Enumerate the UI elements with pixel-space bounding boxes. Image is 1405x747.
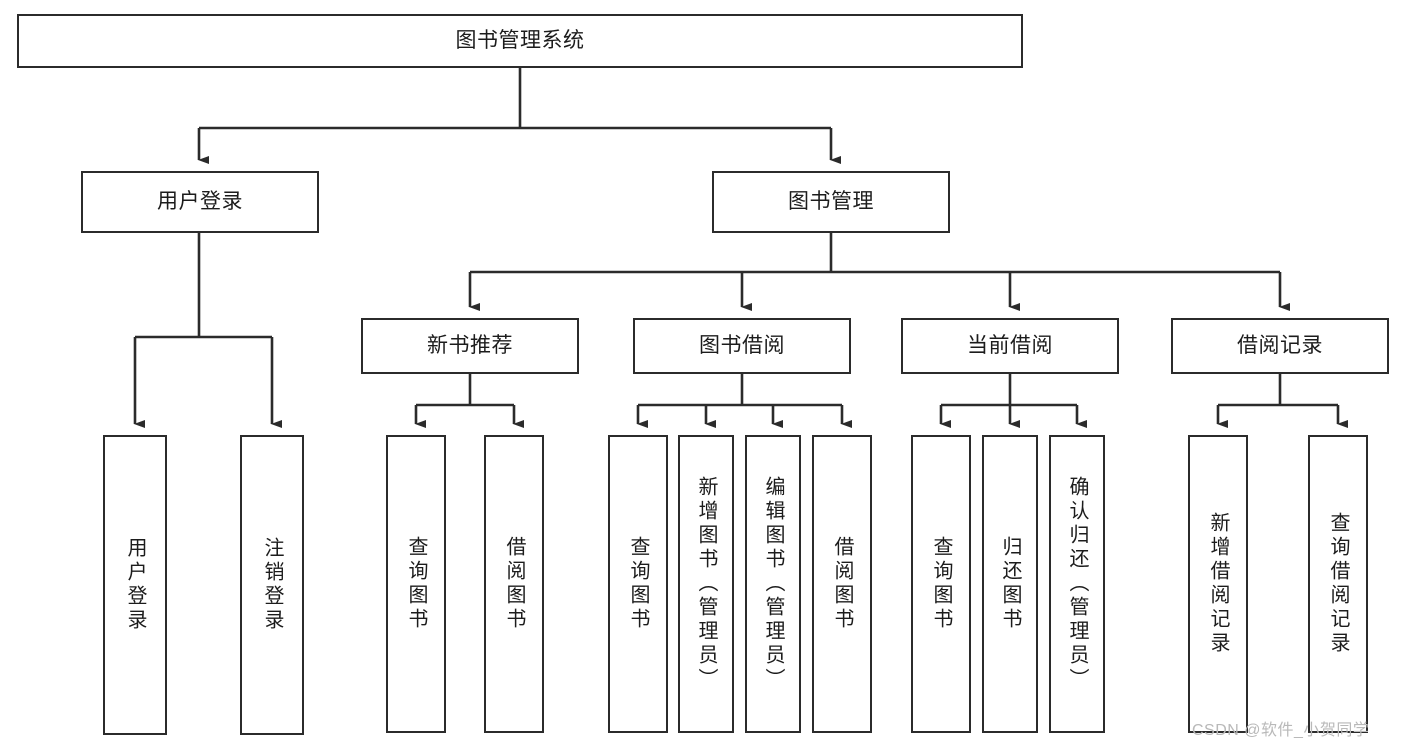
node-leaf-2[interactable]: 注销登录	[240, 435, 304, 735]
node-root[interactable]: 图书管理系统	[17, 14, 1023, 68]
node-leaf-2-label: 注销登录	[261, 537, 283, 633]
node-leaf-5[interactable]: 查询图书	[608, 435, 668, 733]
node-leaf-1-label: 用户登录	[124, 537, 146, 633]
tree-edges	[133, 68, 1348, 428]
node-level3-4-label: 借阅记录	[1237, 333, 1323, 357]
node-leaf-10-label: 归还图书	[999, 536, 1021, 632]
node-leaf-13-label: 查询借阅记录	[1327, 512, 1349, 656]
node-level2-1[interactable]: 用户登录	[81, 171, 319, 233]
node-level3-3[interactable]: 当前借阅	[901, 318, 1119, 374]
node-level3-1[interactable]: 新书推荐	[361, 318, 579, 374]
node-leaf-3-label: 查询图书	[405, 536, 427, 632]
node-level2-2[interactable]: 图书管理	[712, 171, 950, 233]
node-leaf-9-label: 查询图书	[930, 536, 952, 632]
node-level3-2[interactable]: 图书借阅	[633, 318, 851, 374]
node-leaf-1[interactable]: 用户登录	[103, 435, 167, 735]
node-level3-2-label: 图书借阅	[699, 333, 785, 357]
node-leaf-7[interactable]: 编辑图书（管理员）	[745, 435, 801, 733]
node-leaf-7-label: 编辑图书（管理员）	[762, 476, 784, 692]
node-leaf-12-label: 新增借阅记录	[1207, 512, 1229, 656]
node-leaf-3[interactable]: 查询图书	[386, 435, 446, 733]
node-leaf-11[interactable]: 确认归还（管理员）	[1049, 435, 1105, 733]
node-level2-1-label: 用户登录	[157, 189, 243, 213]
node-level3-4[interactable]: 借阅记录	[1171, 318, 1389, 374]
node-leaf-12[interactable]: 新增借阅记录	[1188, 435, 1248, 733]
node-level3-3-label: 当前借阅	[967, 333, 1053, 357]
node-root-label: 图书管理系统	[455, 28, 585, 52]
node-leaf-6[interactable]: 新增图书（管理员）	[678, 435, 734, 733]
node-leaf-5-label: 查询图书	[627, 536, 649, 632]
node-leaf-8[interactable]: 借阅图书	[812, 435, 872, 733]
node-leaf-11-label: 确认归还（管理员）	[1066, 476, 1088, 692]
node-level3-1-label: 新书推荐	[427, 333, 513, 357]
node-level2-2-label: 图书管理	[788, 189, 874, 213]
node-leaf-10[interactable]: 归还图书	[982, 435, 1038, 733]
node-leaf-8-label: 借阅图书	[831, 536, 853, 632]
node-leaf-6-label: 新增图书（管理员）	[695, 476, 717, 692]
node-leaf-4[interactable]: 借阅图书	[484, 435, 544, 733]
node-leaf-13[interactable]: 查询借阅记录	[1308, 435, 1368, 733]
node-leaf-4-label: 借阅图书	[503, 536, 525, 632]
node-leaf-9[interactable]: 查询图书	[911, 435, 971, 733]
